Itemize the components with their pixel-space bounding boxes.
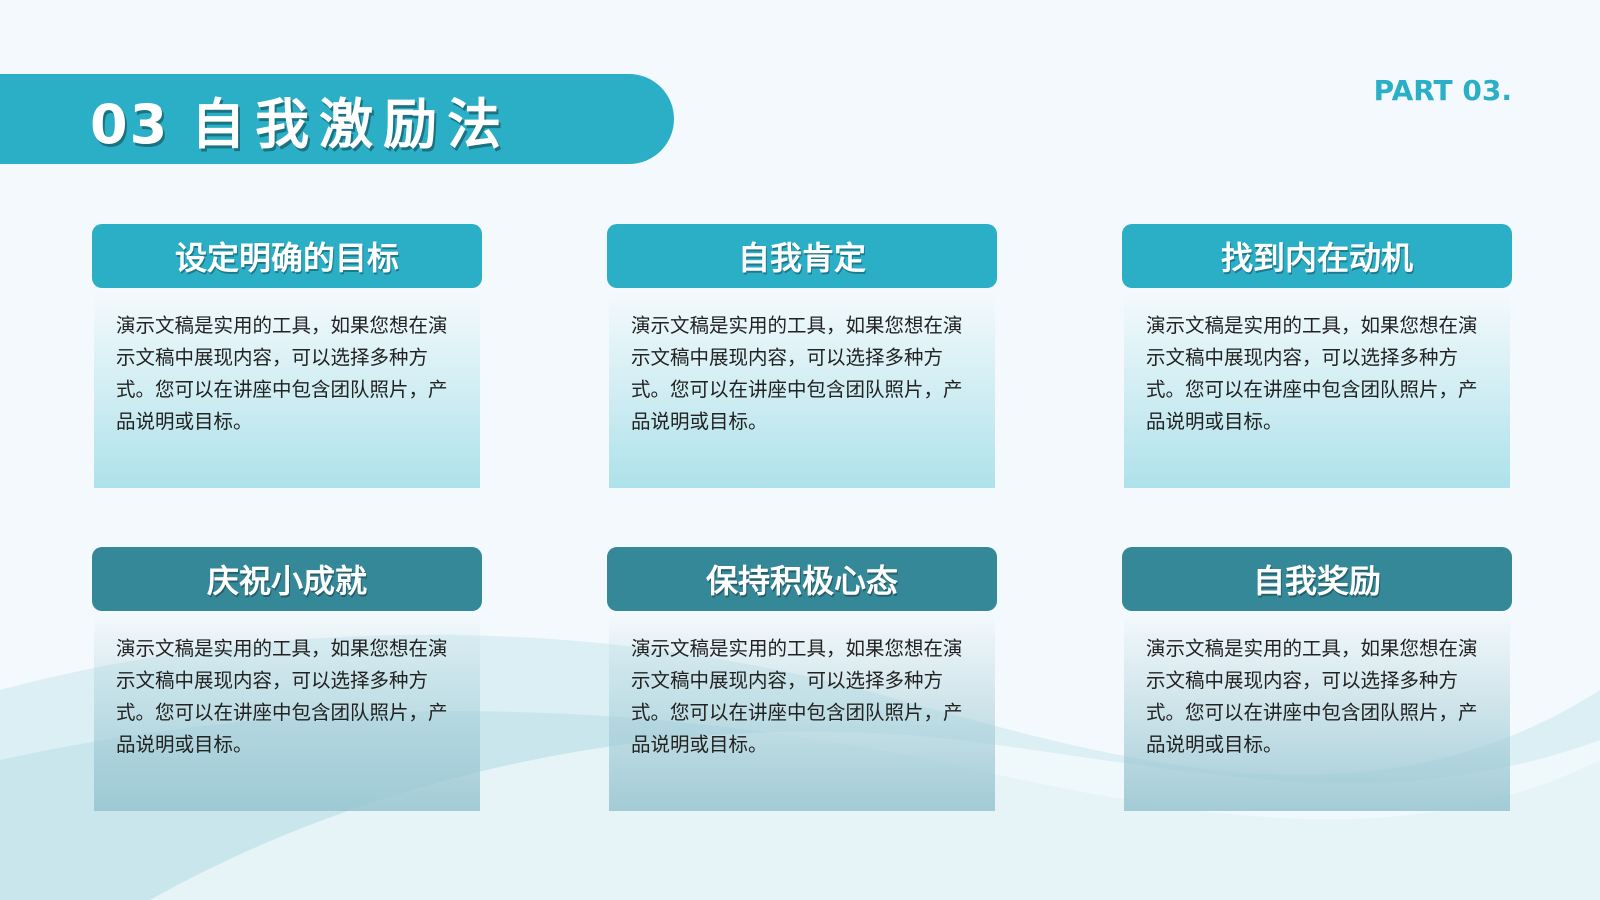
card-body: 演示文稿是实用的工具，如果您想在演示文稿中展现内容，可以选择多种方式。您可以在讲… — [94, 288, 480, 488]
section-title: 自我激励法 — [191, 92, 512, 156]
card-title: 找到内在动机 — [1122, 224, 1512, 288]
card-body: 演示文稿是实用的工具，如果您想在演示文稿中展现内容，可以选择多种方式。您可以在讲… — [1124, 288, 1510, 488]
card-body: 演示文稿是实用的工具，如果您想在演示文稿中展现内容，可以选择多种方式。您可以在讲… — [1124, 611, 1510, 811]
card-celebrate-small-wins: 庆祝小成就 演示文稿是实用的工具，如果您想在演示文稿中展现内容，可以选择多种方式… — [92, 547, 482, 811]
card-body: 演示文稿是实用的工具，如果您想在演示文稿中展现内容，可以选择多种方式。您可以在讲… — [94, 611, 480, 811]
card-title: 保持积极心态 — [607, 547, 997, 611]
card-title: 设定明确的目标 — [92, 224, 482, 288]
card-self-affirmation: 自我肯定 演示文稿是实用的工具，如果您想在演示文稿中展现内容，可以选择多种方式。… — [607, 224, 997, 488]
card-title: 自我奖励 — [1122, 547, 1512, 611]
card-title: 庆祝小成就 — [92, 547, 482, 611]
card-self-reward: 自我奖励 演示文稿是实用的工具，如果您想在演示文稿中展现内容，可以选择多种方式。… — [1122, 547, 1512, 811]
card-title: 自我肯定 — [607, 224, 997, 288]
card-find-motivation: 找到内在动机 演示文稿是实用的工具，如果您想在演示文稿中展现内容，可以选择多种方… — [1122, 224, 1512, 488]
section-number: 03 — [90, 92, 170, 156]
title-banner: 03 自我激励法 — [0, 74, 674, 164]
card-body: 演示文稿是实用的工具，如果您想在演示文稿中展现内容，可以选择多种方式。您可以在讲… — [609, 611, 995, 811]
card-body: 演示文稿是实用的工具，如果您想在演示文稿中展现内容，可以选择多种方式。您可以在讲… — [609, 288, 995, 488]
card-positive-mindset: 保持积极心态 演示文稿是实用的工具，如果您想在演示文稿中展现内容，可以选择多种方… — [607, 547, 997, 811]
page-title: 03 自我激励法 — [90, 80, 511, 159]
card-set-clear-goals: 设定明确的目标 演示文稿是实用的工具，如果您想在演示文稿中展现内容，可以选择多种… — [92, 224, 482, 488]
part-label: PART 03. — [1373, 74, 1512, 107]
